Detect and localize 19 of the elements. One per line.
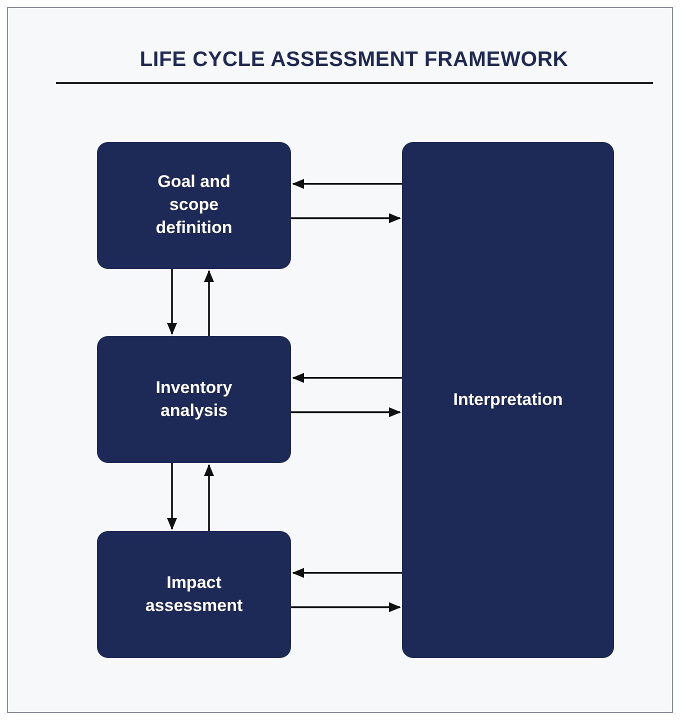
- arrow: [292, 568, 402, 578]
- process-box: [97, 336, 291, 463]
- arrow: [291, 213, 401, 224]
- arrow: [292, 372, 402, 383]
- box-label: Impact assessment: [144, 572, 244, 616]
- process-box: [402, 142, 614, 658]
- arrow: [167, 269, 177, 335]
- box-label: Inventory analysis: [154, 376, 234, 422]
- arrow: [291, 602, 401, 612]
- arrow: [204, 270, 214, 336]
- box-label: Interpretation: [453, 388, 563, 411]
- process-box: [97, 142, 291, 269]
- title: LIFE CYCLE ASSESSMENT FRAMEWORK: [138, 48, 570, 72]
- arrow: [291, 407, 401, 418]
- arrow: [204, 464, 214, 531]
- process-box: [97, 531, 291, 658]
- box-label: Goal and scope definition: [154, 171, 234, 239]
- arrow: [167, 463, 177, 530]
- arrow: [292, 178, 402, 189]
